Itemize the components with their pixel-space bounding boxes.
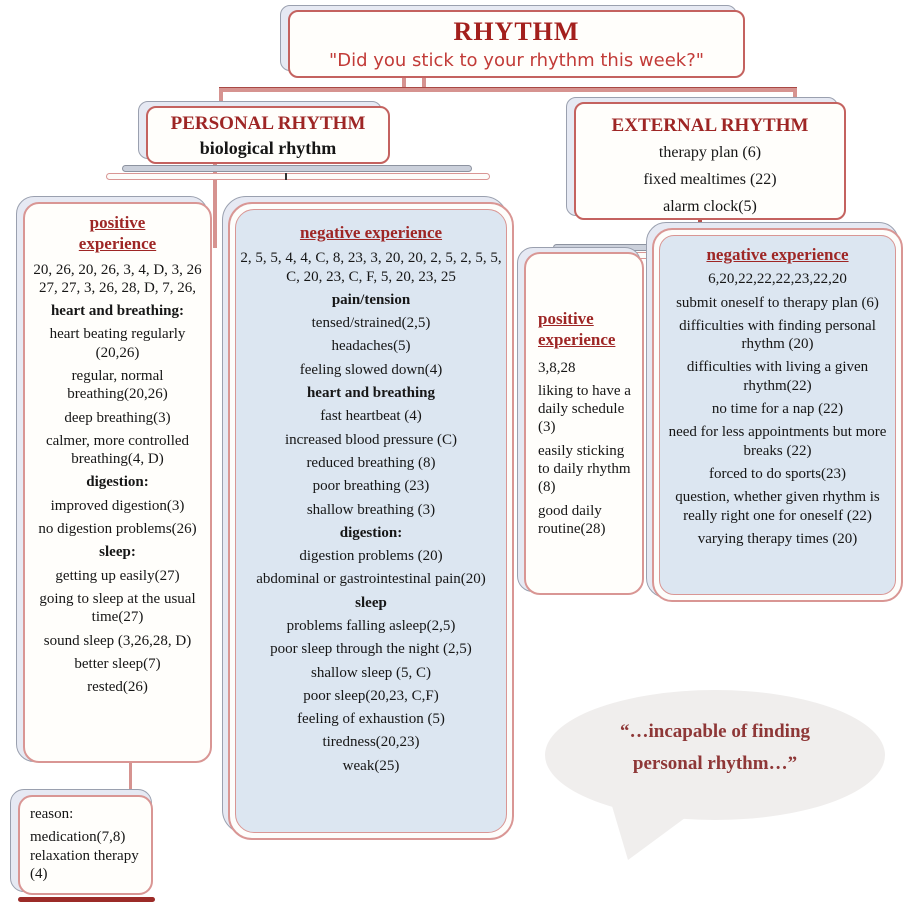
connector-rhythm-stub-left	[402, 77, 406, 88]
external-negative-items: 6,20,22,22,22,23,22,20 submit oneself to …	[664, 270, 891, 548]
external-negative-heading: negative experience	[706, 245, 849, 264]
personal-positive-items: 20, 26, 20, 26, 3, 4, D, 3, 26 27, 27, 3…	[32, 261, 203, 697]
personal-rhythm-title: PERSONAL RHYTHM	[170, 113, 366, 134]
external-negative-box: negative experience 6,20,22,22,22,23,22,…	[652, 228, 903, 602]
diagram-text-item: easily sticking to daily rhythm (8)	[538, 442, 631, 496]
external-positive-box: positive experience 3,8,28 liking to have…	[524, 252, 644, 595]
diagram-text-item: reduced breathing (8)	[306, 454, 436, 471]
diagram-text-item: no digestion problems(26)	[38, 521, 197, 538]
diagram-text-item: fast heartbeat (4)	[320, 408, 422, 425]
cutoff-box-top-edge	[18, 897, 155, 902]
diagram-text-item: difficulties with finding personal rhyth…	[679, 317, 876, 353]
collapsed-node-bar-gray-left	[122, 165, 472, 172]
diagram-text-item: need for less appointments but more brea…	[668, 424, 887, 459]
connector-reason	[129, 760, 132, 798]
reason-items: medication(7,8) relaxation therapy (4)	[30, 828, 141, 883]
connector-top-horizontal	[219, 87, 797, 92]
diagram-text-item: rested(26)	[87, 679, 148, 696]
diagram-text-item: medication(7,8) relaxation therapy (4)	[30, 829, 139, 882]
diagram-text-item: tensed/strained(2,5)	[311, 315, 431, 332]
diagram-text-item: 20, 26, 20, 26, 3, 4, D, 3, 26 27, 27, 3…	[33, 261, 202, 296]
diagram-text-item: abdominal or gastrointestinal pain(20)	[256, 571, 486, 588]
rhythm-title: RHYTHM	[453, 17, 580, 46]
diagram-text-item: heart and breathing:	[50, 303, 185, 320]
diagram-text-item: 3,8,28	[538, 359, 576, 376]
external-rhythm-items: therapy plan (6) fixed mealtimes (22) alar…	[576, 141, 844, 218]
diagram-text-item: improved digestion(3)	[50, 497, 185, 514]
diagram-text-item: sleep:	[99, 544, 136, 561]
rhythm-root-box: RHYTHM "Did you stick to your rhythm thi…	[288, 10, 745, 78]
personal-positive-heading: positive experience	[78, 213, 157, 254]
quote-text: “…incapable of finding personal rhythm…”	[619, 721, 811, 775]
diagram-text-item: difficulties with living a given rhythm(…	[686, 359, 869, 394]
diagram-text-item: heart beating regularly (20,26)	[49, 326, 186, 361]
external-item: therapy plan (6)	[658, 144, 762, 161]
diagram-text-item: sound sleep (3,26,28, D)	[43, 632, 192, 649]
diagram-text-item: poor sleep through the night (2,5)	[270, 641, 472, 658]
diagram-text-item: increased blood pressure (C)	[284, 431, 458, 448]
diagram-text-item: digestion:	[339, 524, 403, 541]
connector-personal-children	[213, 160, 217, 248]
diagram-text-item: poor sleep(20,23, C,F)	[303, 687, 439, 704]
diagram-text-item: no time for a nap (22)	[711, 401, 844, 418]
rhythm-question: "Did you stick to your rhythm this week?…	[328, 50, 705, 71]
diagram-text-item: 2, 5, 5, 4, 4, C, 8, 23, 3, 20, 20, 2, 5…	[240, 250, 502, 285]
diagram-text-item: digestion:	[86, 474, 149, 491]
collapsed-node-bar-rose-left	[106, 173, 490, 180]
diagram-text-item: regular, normal breathing(20,26)	[67, 367, 168, 403]
external-rhythm-box: EXTERNAL RHYTHM therapy plan (6) fixed me…	[574, 102, 846, 220]
diagram-text-item: forced to do sports(23)	[708, 465, 847, 482]
diagram-text-item: feeling slowed down(4)	[299, 361, 443, 378]
connector-drop-personal	[219, 88, 223, 103]
diagram-text-item: deep breathing(3)	[64, 409, 171, 426]
external-item: alarm clock(5)	[663, 198, 757, 216]
external-rhythm-title: EXTERNAL RHYTHM	[611, 115, 809, 136]
diagram-text-item: calmer, more controlled breathing(4, D)	[45, 432, 190, 468]
diagram-text-item: liking to have a daily schedule (3)	[538, 382, 631, 436]
diagram-text-item: poor breathing (23)	[312, 478, 430, 495]
diagram-text-item: question, whether given rhythm is really…	[675, 489, 880, 524]
external-item: fixed mealtimes (22)	[643, 171, 777, 189]
diagram-text-item: digestion problems (20)	[299, 548, 443, 565]
external-positive-items: 3,8,28 liking to have a daily schedule (3…	[538, 359, 636, 539]
diagram-text-item: sleep	[355, 594, 387, 611]
diagram-text-item: pain/tension	[331, 291, 411, 308]
diagram-text-item: weak(25)	[342, 757, 400, 774]
diagram-text-item: 6,20,22,22,22,23,22,20	[708, 271, 847, 288]
reason-heading: reason:	[30, 806, 74, 822]
diagram-text-item: shallow sleep (5, C)	[311, 664, 431, 681]
diagram-text-item: getting up easily(27)	[55, 567, 180, 584]
diagram-text-item: varying therapy times (20)	[697, 530, 858, 547]
diagram-text-item: headaches(5)	[331, 338, 411, 355]
collapsed-text-tick	[285, 173, 287, 180]
external-negative-inner: negative experience 6,20,22,22,22,23,22,…	[659, 235, 896, 595]
diagram-text-item: tiredness(20,23)	[322, 734, 420, 751]
connector-rhythm-stub-right	[422, 77, 426, 88]
personal-negative-heading: negative experience	[299, 223, 443, 242]
personal-negative-box: negative experience 2, 5, 5, 4, 4, C, 8,…	[228, 202, 514, 840]
diagram-text-item: problems falling asleep(2,5)	[286, 618, 456, 634]
personal-rhythm-subtitle: biological rhythm	[199, 138, 337, 158]
diagram-text-item: shallow breathing (3)	[306, 501, 436, 518]
personal-rhythm-box: PERSONAL RHYTHM biological rhythm	[146, 106, 390, 164]
diagram-text-item: good daily routine(28)	[538, 502, 606, 537]
reason-box: reason: medication(7,8) relaxation thera…	[18, 795, 153, 895]
diagram-text-item: submit oneself to therapy plan (6)	[676, 294, 879, 311]
diagram-text-item: better sleep(7)	[74, 655, 161, 672]
diagram-text-item: heart and breathing	[306, 385, 436, 402]
personal-positive-box: positive experience 20, 26, 20, 26, 3, 4…	[23, 202, 212, 763]
diagram-text-item: feeling of exhaustion (5)	[297, 711, 445, 728]
quote-bubble: “…incapable of finding personal rhythm…”	[545, 690, 885, 820]
diagram-text-item: going to sleep at the usual time(27)	[39, 590, 196, 626]
external-positive-heading: positive experience	[538, 309, 616, 350]
personal-negative-inner: negative experience 2, 5, 5, 4, 4, C, 8,…	[235, 209, 507, 833]
personal-negative-items: 2, 5, 5, 4, 4, C, 8, 23, 3, 20, 20, 2, 5…	[240, 249, 502, 775]
connector-drop-external	[793, 88, 797, 101]
